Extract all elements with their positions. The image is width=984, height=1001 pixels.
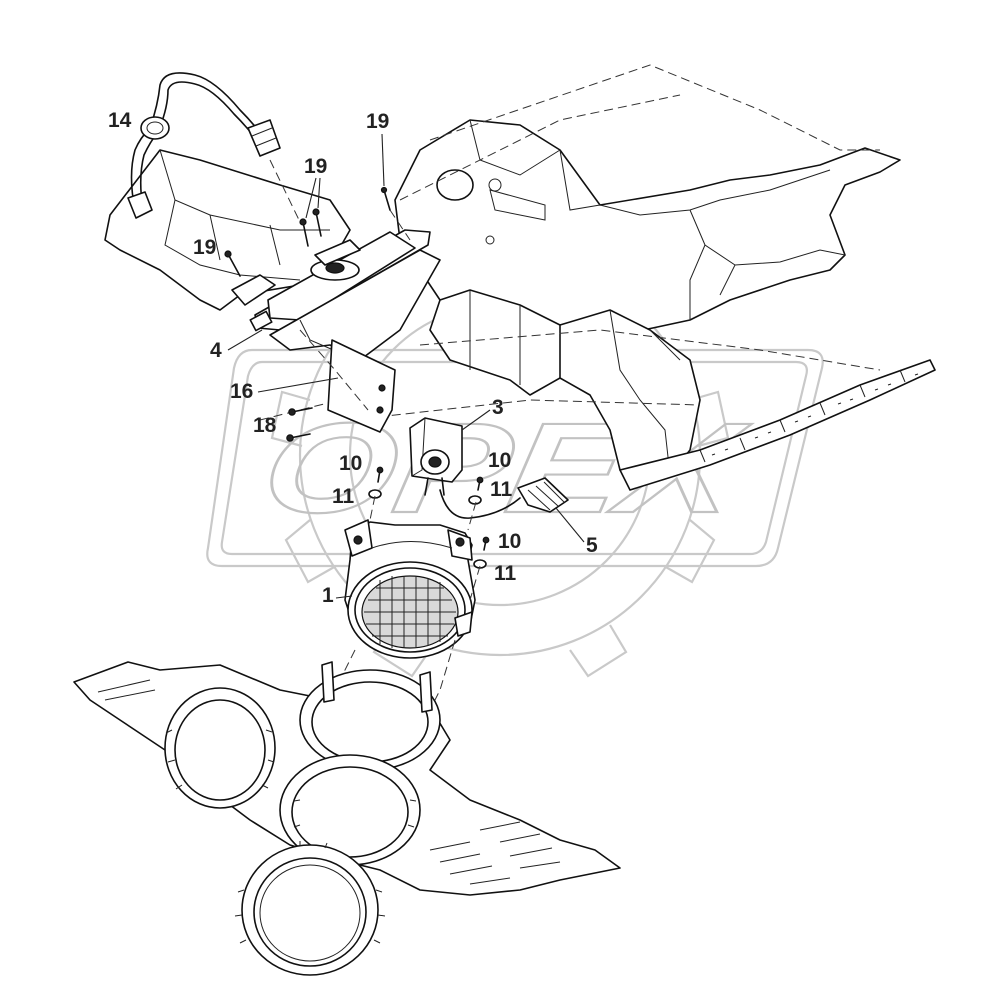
callout-3: 3	[492, 396, 504, 419]
screw-19-set	[224, 186, 391, 277]
callout-16: 16	[230, 380, 253, 403]
lamp-bracket-4	[249, 229, 441, 361]
wiring-harness-14	[127, 72, 281, 219]
leader-line	[335, 595, 353, 599]
connector-5	[439, 477, 569, 519]
callout-19: 19	[304, 155, 327, 178]
callout-10: 10	[339, 452, 362, 475]
bulb-holder-3	[409, 417, 463, 496]
vehicle-body-frame	[259, 64, 936, 491]
callout-labels: 14 19 19 19 4 16 18 3 10 11 10 11 5 10 1…	[108, 109, 598, 607]
leader-line	[257, 377, 339, 393]
callout-18: 18	[253, 414, 277, 437]
bracket-plate-16	[327, 339, 396, 433]
headlamp-surround-lower	[73, 661, 621, 896]
leader-line	[227, 329, 263, 351]
leader-line	[461, 409, 491, 431]
callout-10: 10	[488, 449, 511, 472]
headlamp-lens-grid	[361, 575, 459, 649]
callout-4: 4	[210, 339, 222, 362]
callout-11: 11	[332, 485, 355, 508]
callout-10: 10	[498, 530, 521, 553]
leader-line	[305, 177, 321, 219]
callout-1: 1	[322, 584, 334, 607]
leader-line	[381, 133, 385, 187]
callout-19: 19	[366, 110, 389, 133]
callout-11: 11	[494, 562, 517, 585]
leader-line	[555, 507, 585, 543]
callout-19: 19	[193, 236, 216, 259]
callout-11: 11	[490, 478, 513, 501]
callout-14: 14	[108, 109, 132, 132]
callout-5: 5	[586, 534, 598, 557]
bezel-ring-loose	[234, 841, 386, 976]
screw-18-set	[286, 407, 313, 442]
mounting-panel-upper	[104, 149, 351, 311]
headlamp-1	[344, 519, 476, 659]
screw-10-washer-11-set	[368, 466, 490, 569]
